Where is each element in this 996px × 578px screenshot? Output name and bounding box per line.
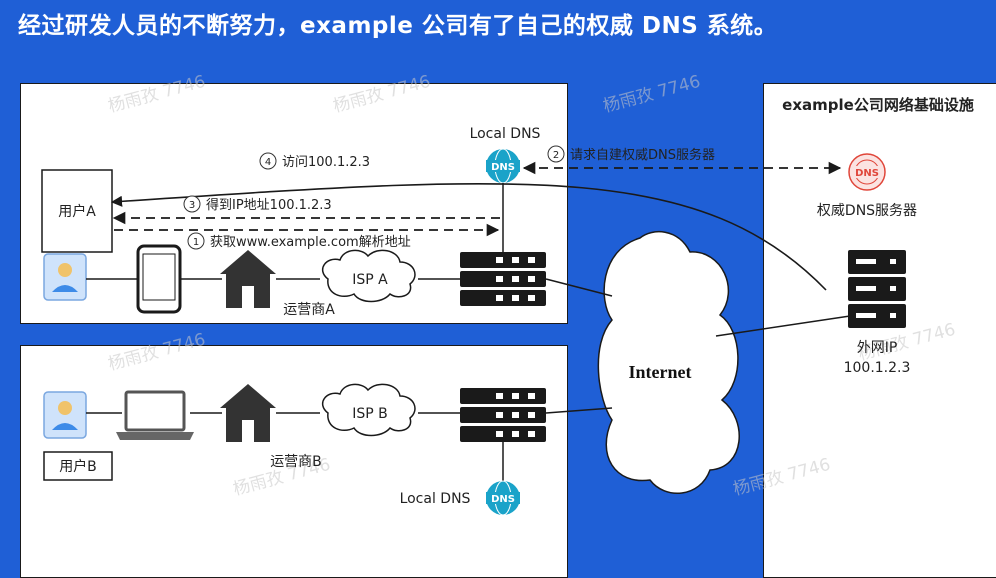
user-avatar-icon: [43, 391, 87, 439]
isp-a-label: ISP A: [352, 272, 388, 288]
step-4-label: 4 访问100.1.2.3: [259, 152, 370, 170]
outer-server-icon: [848, 250, 906, 328]
watermark-text: 杨雨孜 7746: [731, 455, 832, 500]
dns-badge-text: DNS: [491, 162, 515, 173]
step-1-label: 1 获取www.example.com解析地址: [187, 232, 411, 250]
dns-b-icon: DNS: [486, 480, 520, 516]
dns-a-icon: DNS: [486, 148, 520, 184]
internet-cloud: Internet: [597, 231, 740, 494]
server-rack-a-icon: [460, 252, 546, 306]
svg-text:获取www.example.com解析地址: 获取www.example.com解析地址: [210, 235, 411, 250]
local-dns-b-label: Local DNS: [400, 491, 471, 507]
user-b-label: 用户B: [59, 458, 97, 475]
watermark-text: 杨雨孜 7746: [106, 72, 207, 117]
svg-text:访问100.1.2.3: 访问100.1.2.3: [282, 155, 370, 170]
svg-text:请求自建权威DNS服务器: 请求自建权威DNS服务器: [570, 147, 715, 163]
internet-label: Internet: [629, 362, 692, 382]
watermark-text: 杨雨孜 7746: [331, 72, 432, 117]
laptop-icon: [116, 390, 194, 440]
svg-text:3: 3: [189, 200, 195, 211]
isp-b-label: ISP B: [352, 406, 388, 422]
auth-dns-icon: DNS: [848, 153, 886, 191]
house-icon: [220, 384, 276, 442]
user-a-box: [41, 169, 113, 253]
page-title: 经过研发人员的不断努力，example 公司有了自己的权威 DNS 系统。: [18, 13, 778, 39]
user-a-label: 用户A: [58, 203, 96, 220]
internet-connections: [545, 278, 851, 414]
smartphone-icon: [136, 244, 182, 314]
carrier-b-label: 运营商B: [270, 454, 322, 470]
outer-ip-value: 100.1.2.3: [844, 360, 911, 376]
dns-badge-text: DNS: [855, 168, 879, 179]
source-credit: @稀土掘金技术社区: [846, 551, 982, 569]
step-arrows: [110, 161, 842, 291]
watermark-text: 杨雨孜 7746: [106, 330, 207, 375]
outer-ip-label: 外网IP: [857, 340, 898, 356]
panel-right-content: example公司网络基础设施 DNS 权威DNS服务器 外网IP 100.1.…: [782, 96, 974, 376]
svg-text:4: 4: [265, 157, 271, 168]
svg-text:2: 2: [553, 150, 559, 161]
isp-a-cloud-icon: ISP A: [322, 249, 416, 303]
house-icon: [220, 250, 276, 308]
user-b-box: [43, 451, 113, 481]
svg-text:1: 1: [193, 237, 199, 248]
panel-b-content: 用户B 运营商B ISP B: [43, 383, 546, 516]
carrier-a-label: 运营商A: [283, 302, 335, 318]
auth-dns-label: 权威DNS服务器: [817, 203, 917, 219]
panel-right-title: example公司网络基础设施: [782, 96, 974, 114]
panel-a-content: 用户A 运营商A ISP A: [41, 126, 546, 318]
step-labels: 4 访问100.1.2.3 3 得到IP地址100.1.2.3 1 获取www.…: [183, 145, 715, 250]
isp-b-cloud-icon: ISP B: [322, 383, 416, 437]
step-3-label: 3 得到IP地址100.1.2.3: [183, 195, 332, 213]
watermark-text: 杨雨孜 7746: [601, 72, 702, 117]
user-avatar-icon: [43, 253, 87, 301]
dns-badge-text: DNS: [491, 494, 515, 505]
step-2-label: 2 请求自建权威DNS服务器: [547, 145, 715, 163]
server-rack-b-icon: [460, 388, 546, 442]
svg-text:得到IP地址100.1.2.3: 得到IP地址100.1.2.3: [206, 197, 332, 213]
local-dns-a-label: Local DNS: [470, 126, 541, 142]
